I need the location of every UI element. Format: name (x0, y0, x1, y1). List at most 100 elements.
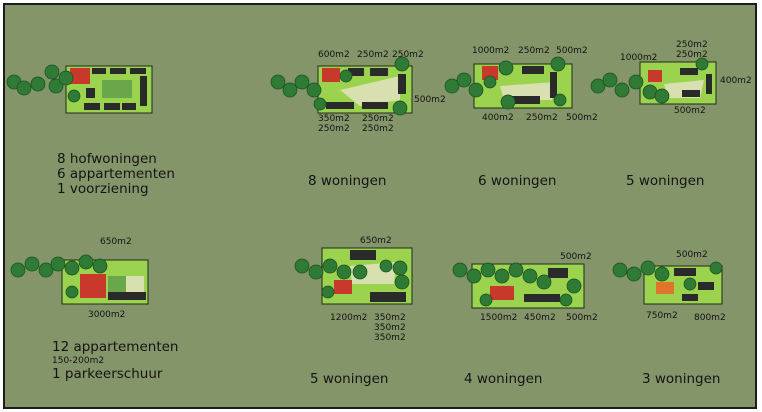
tree (64, 260, 80, 276)
area-label: 1000m2 (620, 53, 658, 63)
tree (640, 260, 656, 276)
tree (498, 60, 514, 76)
caption-line: 1 parkeerschuur (52, 366, 163, 382)
plan-b1 (270, 56, 413, 116)
building (362, 102, 388, 109)
tree (483, 75, 497, 89)
tree (479, 293, 493, 307)
area-label: 500m2 (556, 46, 588, 56)
building (398, 74, 406, 94)
area-label: 250m2 (362, 114, 394, 124)
tree (480, 262, 496, 278)
plan-d1 (590, 57, 717, 105)
tree (654, 266, 670, 282)
red-roof-building (70, 68, 90, 84)
tree (38, 262, 54, 278)
hedge (102, 80, 132, 98)
tree (10, 262, 26, 278)
area-label: 250m2 (318, 124, 350, 134)
area-label: 250m2 (676, 40, 708, 50)
tree (392, 100, 408, 116)
building (522, 66, 544, 74)
red-roof-building (322, 68, 340, 82)
area-label: 250m2 (518, 46, 550, 56)
tree (308, 264, 324, 280)
area-label: 500m2 (560, 252, 592, 262)
tree (444, 78, 460, 94)
tree (352, 264, 368, 280)
tree (92, 258, 108, 274)
area-label: 350m2 (374, 313, 406, 323)
tree (452, 262, 468, 278)
caption-line: 6 woningen (478, 173, 557, 189)
red-roof-building (648, 70, 662, 82)
area-label: 250m2 (357, 50, 389, 60)
tree (322, 258, 338, 274)
tree (559, 293, 573, 307)
tree (282, 82, 298, 98)
tree (553, 93, 567, 107)
tree (50, 256, 66, 272)
caption-line: 150-200m2 (52, 356, 105, 366)
tree (65, 285, 79, 299)
building (370, 292, 406, 302)
tree (683, 277, 697, 291)
building (698, 282, 714, 290)
building (548, 268, 568, 278)
tree (550, 56, 566, 72)
tree (468, 82, 484, 98)
tree (612, 262, 628, 278)
tree (590, 78, 606, 94)
building (706, 74, 712, 94)
area-label: 500m2 (676, 250, 708, 260)
tree (522, 268, 538, 284)
building (512, 96, 540, 104)
tree (16, 80, 32, 96)
tree (44, 64, 60, 80)
tree (58, 70, 74, 86)
caption-line: 4 woningen (464, 371, 543, 387)
tree (379, 259, 393, 273)
tree (48, 78, 64, 94)
red-roof-building (334, 280, 352, 294)
tree (466, 268, 482, 284)
area-label: 250m2 (676, 50, 708, 60)
tree (494, 268, 510, 284)
tree (394, 274, 410, 290)
building (326, 102, 354, 109)
courtyard (340, 76, 400, 106)
area-label: 500m2 (566, 113, 598, 123)
building (348, 68, 364, 76)
plan-b2 (294, 247, 413, 305)
area-label: 1500m2 (480, 313, 518, 323)
tree (294, 258, 310, 274)
building (370, 68, 388, 76)
tree (313, 97, 327, 111)
building (674, 268, 696, 276)
area-label: 350m2 (318, 114, 350, 124)
caption-line: 5 woningen (310, 371, 389, 387)
area-label: 3000m2 (88, 310, 126, 320)
area-label: 500m2 (674, 106, 706, 116)
tree (336, 264, 352, 280)
tree (614, 82, 630, 98)
orange-roof-building (656, 282, 674, 294)
area-label: 400m2 (482, 113, 514, 123)
tree (270, 74, 286, 90)
caption-line: 8 woningen (308, 173, 387, 189)
red-roof-building (482, 66, 498, 80)
tree (306, 82, 322, 98)
tree (626, 266, 642, 282)
tree (500, 94, 516, 110)
courtyard (126, 276, 144, 292)
building (140, 76, 147, 106)
area-label: 250m2 (362, 124, 394, 134)
plan-a1 (6, 64, 153, 114)
tree (566, 278, 582, 294)
tree (628, 74, 644, 90)
tree (392, 260, 408, 276)
caption-line: 12 appartementen (52, 339, 179, 355)
area-label: 500m2 (566, 313, 598, 323)
caption-line: 1 voorziening (57, 181, 149, 197)
plan-a2 (10, 254, 149, 305)
